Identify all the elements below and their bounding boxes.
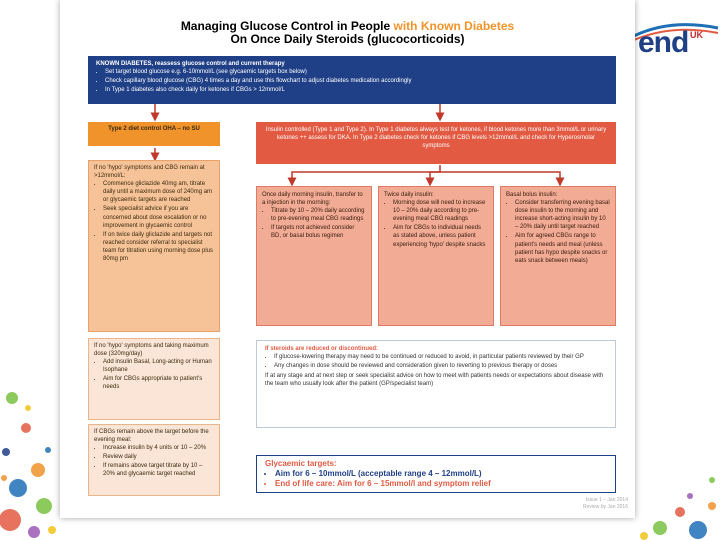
flow-arrows (150, 104, 565, 187)
left-box-gliclazide: If no 'hypo' symptoms and CBG remain at … (88, 160, 220, 332)
left-box-add-insulin-lead: If no 'hypo' symptoms and taking maximum… (94, 343, 209, 358)
title-part-1: Managing Glucose Control in People (180, 19, 394, 33)
evening-meal-item: If remains above target titrate by 10 – … (103, 462, 214, 478)
glycaemic-target-item: Aim for 6 – 10mmol/L (acceptable range 4… (275, 469, 607, 479)
left-box-evening-meal: If CBGs remain above the target before t… (88, 424, 220, 496)
footer-note: Issue 1 – Jan 2014 Review by Jan 2016 (568, 497, 628, 511)
twice-daily-insulin-lead: Twice daily insulin: (384, 192, 434, 198)
title-line-2: On Once Daily Steroids (glucocorticoids) (230, 32, 465, 46)
evening-meal-item: Increase insulin by 4 units or 10 – 20% (103, 444, 214, 452)
steroids-item: Any changes in dose should be reviewed a… (274, 362, 607, 370)
once-daily-insulin-box: Once daily morning insulin, transfer to … (256, 186, 372, 326)
steroids-note: If at any stage and at next step or seek… (265, 373, 604, 388)
steroids-item: If glucose-lowering therapy may need to … (274, 353, 607, 361)
flowchart-sheet: Managing Glucose Control in People with … (60, 0, 635, 518)
insulin-controlled-header: Insulin controlled (Type 1 and Type 2). … (256, 122, 616, 164)
known-diabetes-box: KNOWN DIABETES, reassess glucose control… (88, 56, 616, 104)
left-box-add-insulin: If no 'hypo' symptoms and taking maximum… (88, 338, 220, 420)
known-item: Set target blood glucose e.g. 6-10mmol/L… (105, 68, 608, 76)
once-daily-insulin-lead: Once daily morning insulin, transfer to … (262, 192, 363, 207)
once-daily-item: Titrate by 10 – 20% daily according to p… (271, 207, 366, 223)
gliclazide-item: Seek specialist advice if you are concer… (103, 205, 214, 229)
glycaemic-targets-box: Glycaemic targets: Aim for 6 – 10mmol/L … (256, 455, 616, 493)
steroids-reduced-lead: If steroids are reduced or discontinued: (265, 346, 379, 352)
basal-bolus-item: Aim for agreed CBGs range to patient's n… (515, 232, 610, 264)
gliclazide-item: Commence gliclazide 40mg am, titrate dai… (103, 180, 214, 204)
basal-bolus-item: Consider transferring evening basal dose… (515, 199, 610, 231)
known-item: In Type 1 diabetes also check daily for … (105, 86, 608, 94)
footer-line-2: Review by Jan 2016 (582, 504, 628, 510)
title-highlight: with Known Diabetes (393, 19, 515, 33)
glycaemic-target-item-end-of-life: End of life care: Aim for 6 – 15mmol/l a… (275, 479, 607, 489)
document-title: Managing Glucose Control in People with … (80, 20, 615, 46)
add-insulin-item: Aim for CBGs appropriate to patient's ne… (103, 375, 214, 391)
left-box-gliclazide-lead: If no 'hypo' symptoms and CBG remain at … (94, 165, 205, 180)
left-box-evening-meal-lead: If CBGs remain above the target before t… (94, 429, 209, 444)
insulin-controlled-header-text: Insulin controlled (Type 1 and Type 2). … (265, 127, 607, 150)
known-item: Check capillary blood glucose (CBG) 4 ti… (105, 77, 608, 85)
gliclazide-item: If on twice daily gliclazide and targets… (103, 231, 214, 263)
logo-uk: UK (690, 30, 703, 40)
add-insulin-item: Add insulin Basal, Long-acting or Human … (103, 358, 214, 374)
twice-daily-item: Morning dose will need to increase 10 – … (393, 199, 488, 223)
type2-diet-header-text: Type 2 diet control OHA – no SU (108, 126, 200, 132)
known-diabetes-lead: KNOWN DIABETES, reassess glucose control… (96, 61, 285, 67)
steroids-reduced-box: If steroids are reduced or discontinued:… (256, 340, 616, 428)
glycaemic-targets-title: Glycaemic targets: (265, 459, 337, 468)
logo-text: end (638, 26, 689, 59)
basal-bolus-insulin-box: Basal bolus insulin: Consider transferri… (500, 186, 616, 326)
twice-daily-item: Aim for CBGs to individual needs as stat… (393, 224, 488, 248)
once-daily-item: If targets not achieved consider BD, or … (271, 224, 366, 240)
basal-bolus-insulin-lead: Basal bolus insulin: (506, 192, 558, 198)
footer-line-1: Issue 1 – Jan 2014 (585, 497, 628, 503)
logo-swoosh-icon (629, 23, 719, 41)
type2-diet-header: Type 2 diet control OHA – no SU (88, 122, 220, 146)
twice-daily-insulin-box: Twice daily insulin: Morning dose will n… (378, 186, 494, 326)
evening-meal-item: Review daily (103, 453, 214, 461)
